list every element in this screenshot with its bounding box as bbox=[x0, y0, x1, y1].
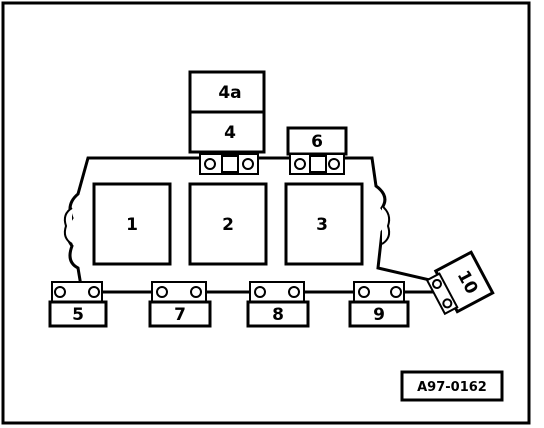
relay-1 bbox=[92, 182, 172, 266]
relay-9-label: 9 bbox=[373, 305, 385, 325]
relay-1-label: 1 bbox=[126, 215, 138, 235]
relay-10 bbox=[425, 250, 495, 316]
reference-code: A97-0162 bbox=[417, 380, 487, 395]
top-connector-clips bbox=[199, 153, 345, 175]
bottom-connector-clips bbox=[51, 281, 405, 303]
outer-frame bbox=[1, 1, 531, 425]
relay-7 bbox=[148, 300, 212, 328]
relay-6 bbox=[286, 126, 348, 156]
relay-2 bbox=[188, 182, 268, 266]
relay-3-label: 3 bbox=[316, 215, 328, 235]
relay-8-label: 8 bbox=[272, 305, 284, 325]
relay-8 bbox=[246, 300, 310, 328]
relay-2-label: 2 bbox=[222, 215, 234, 235]
relay-9 bbox=[348, 300, 410, 328]
relay-5-label: 5 bbox=[72, 305, 84, 325]
relay-4a-label: 4a bbox=[218, 83, 241, 103]
reference-box bbox=[400, 370, 504, 402]
relay-4 bbox=[188, 110, 266, 154]
relay-4-label: 4 bbox=[224, 123, 236, 143]
left-mounting-tab bbox=[63, 207, 73, 245]
relay-3 bbox=[284, 182, 364, 266]
relay-5 bbox=[48, 300, 108, 328]
right-mounting-tab bbox=[381, 205, 391, 245]
relay-6-label: 6 bbox=[311, 132, 323, 152]
relay-7-label: 7 bbox=[174, 305, 186, 325]
